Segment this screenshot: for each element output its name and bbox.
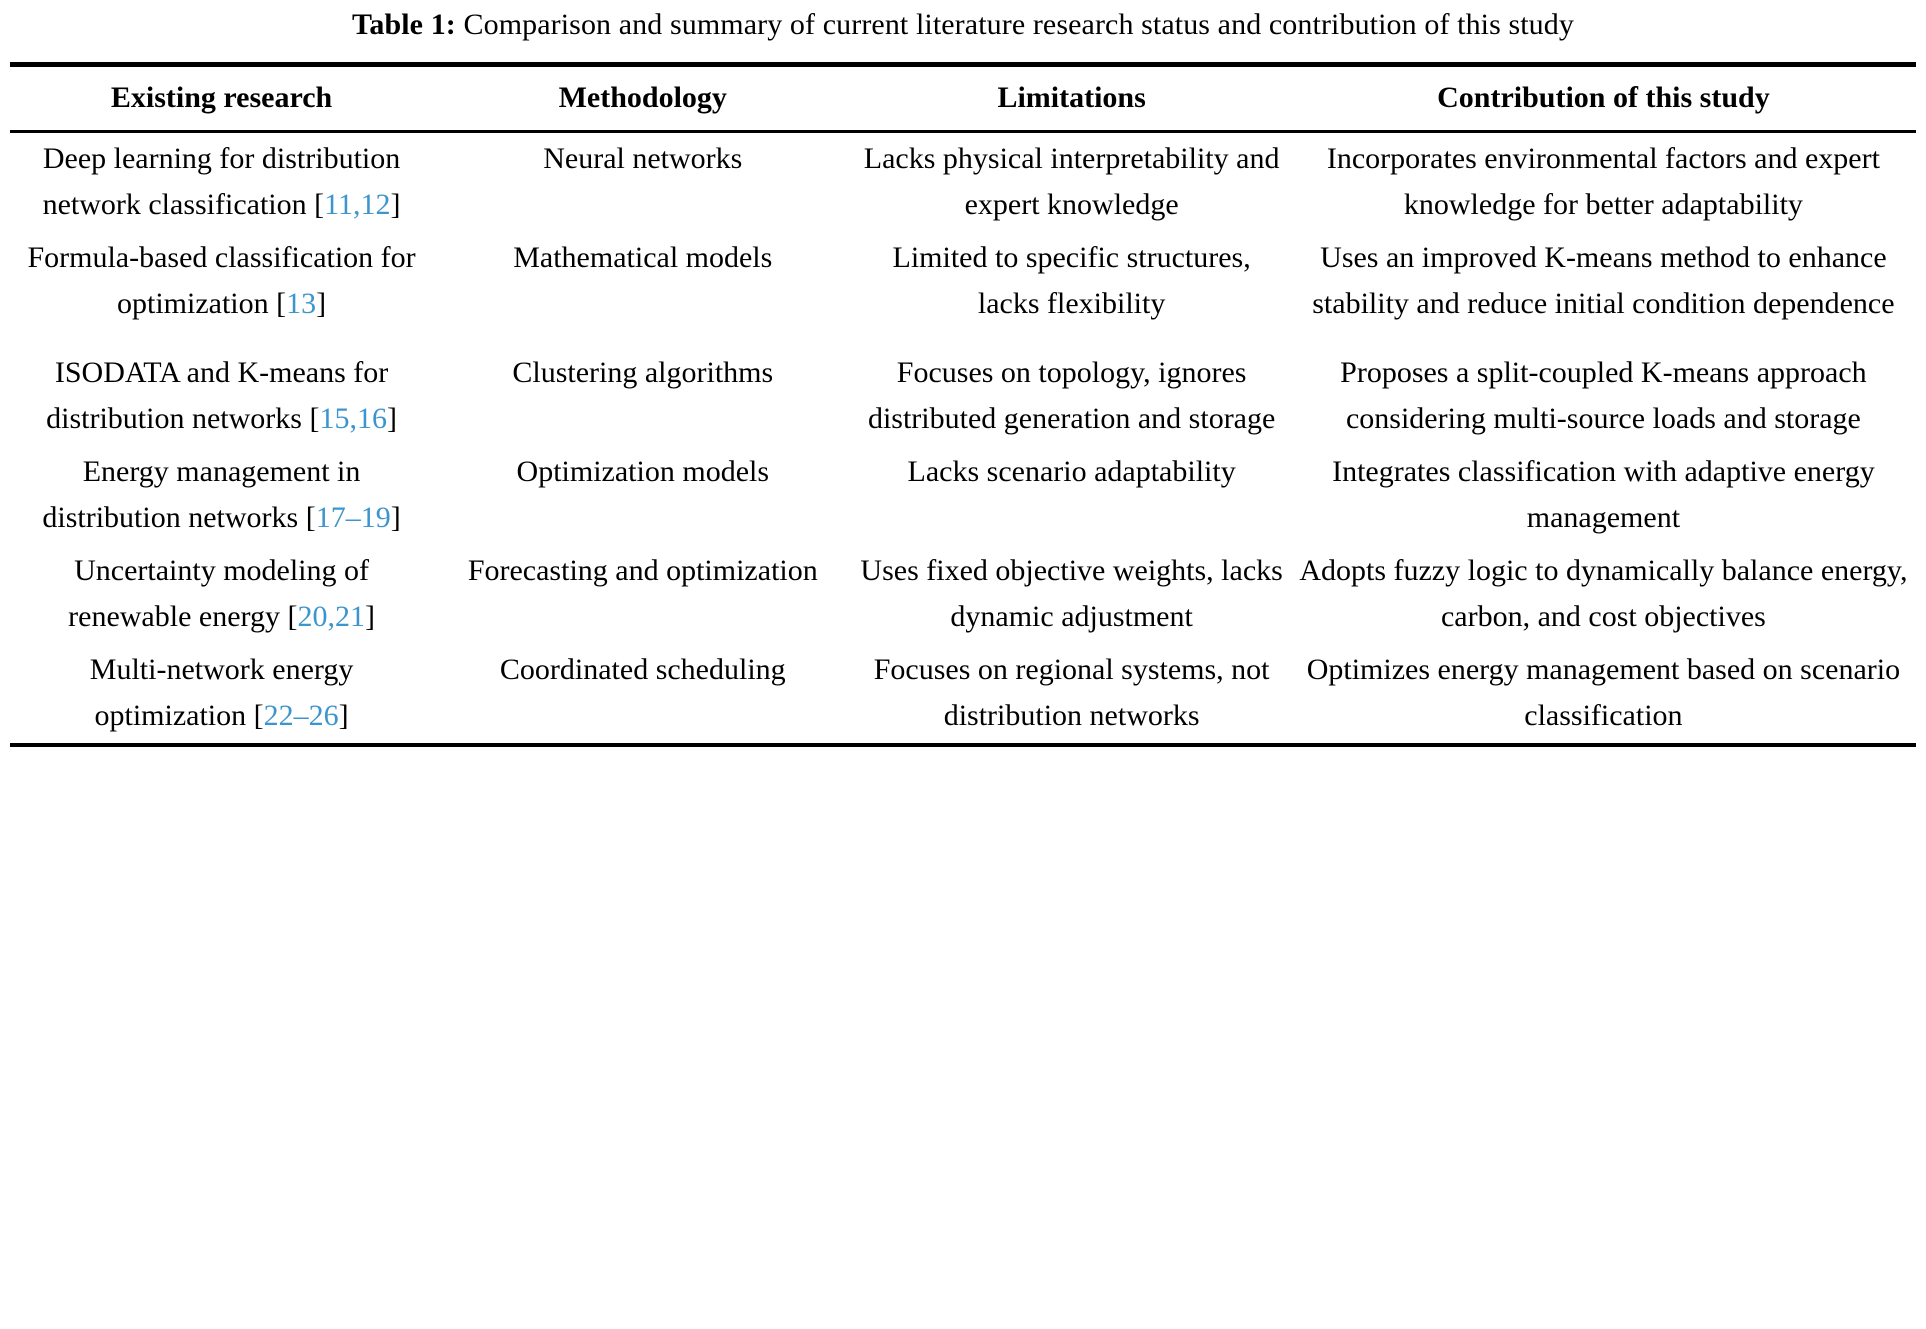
row-spacer <box>10 331 1916 347</box>
table-row: Energy management in distribution networ… <box>10 446 1916 545</box>
citation-link[interactable]: 13 <box>286 287 317 320</box>
cell-contribution: Integrates classification with adaptive … <box>1332 454 1875 535</box>
table-body: Deep learning for distribution network c… <box>10 133 1916 743</box>
table-row: Formula-based classification for optimiz… <box>10 232 1916 331</box>
table-row: Uncertainty modeling of renewable energy… <box>10 545 1916 644</box>
existing-research-text: Uncertainty modeling of renewable energy <box>68 553 370 634</box>
cell-contribution: Uses an improved K-means method to enhan… <box>1312 240 1895 321</box>
existing-research-text: ISODATA and K-means for distribution net… <box>46 355 389 436</box>
table-top-rule <box>10 61 1916 67</box>
column-header-limitations: Limitations <box>997 80 1146 114</box>
cell-limitations: Focuses on regional systems, not distrib… <box>873 652 1270 733</box>
cell-contribution: Adopts fuzzy logic to dynamically balanc… <box>1299 553 1908 634</box>
existing-research-text: Multi-network energy optimization <box>89 652 354 733</box>
existing-research-text: Deep learning for distribution network c… <box>42 141 401 222</box>
citation-bracket-close: ] <box>316 287 327 320</box>
cell-limitations: Uses fixed objective weights, lacks dyna… <box>860 553 1283 634</box>
table-header: Existing research Methodology Limitation… <box>10 67 1916 130</box>
cell-limitations: Focuses on topology, ignores distributed… <box>867 355 1276 436</box>
comparison-table: Existing research Methodology Limitation… <box>10 67 1916 130</box>
table-bottom-rule <box>10 742 1916 747</box>
column-header-existing-research: Existing research <box>110 80 333 114</box>
citation-link[interactable]: 20,21 <box>297 600 365 633</box>
cell-existing-research: Formula-based classification for optimiz… <box>10 232 433 331</box>
citation-bracket-close: ] <box>390 501 401 534</box>
cell-limitations: Lacks scenario adaptability <box>907 454 1236 488</box>
cell-existing-research: ISODATA and K-means for distribution net… <box>10 347 433 446</box>
cell-contribution: Optimizes energy management based on sce… <box>1306 652 1901 733</box>
cell-limitations: Lacks physical interpretability and expe… <box>863 141 1280 222</box>
cell-existing-research: Energy management in distribution networ… <box>10 446 433 545</box>
cell-limitations: Limited to specific structures, lacks fl… <box>892 240 1251 321</box>
cell-methodology: Coordinated scheduling <box>499 652 786 686</box>
table-row: ISODATA and K-means for distribution net… <box>10 347 1916 446</box>
existing-research-text: Energy management in distribution networ… <box>42 454 361 535</box>
citation-bracket-open: [ <box>305 501 316 534</box>
cell-methodology: Forecasting and optimization <box>467 553 818 587</box>
citation-link[interactable]: 17–19 <box>315 501 391 534</box>
citation-bracket-close: ] <box>364 600 375 633</box>
citation-bracket-open: [ <box>309 402 320 435</box>
cell-contribution: Incorporates environmental factors and e… <box>1326 141 1880 222</box>
cell-methodology: Mathematical models <box>513 240 773 274</box>
table-caption-text: Comparison and summary of current litera… <box>463 8 1574 41</box>
cell-methodology: Neural networks <box>543 141 743 175</box>
table-caption: Table 1: Comparison and summary of curre… <box>10 0 1916 62</box>
cell-contribution: Proposes a split-coupled K-means approac… <box>1340 355 1867 436</box>
citation-bracket-close: ] <box>386 402 397 435</box>
table-row: Deep learning for distribution network c… <box>10 133 1916 232</box>
table-header-row: Existing research Methodology Limitation… <box>10 67 1916 130</box>
cell-existing-research: Deep learning for distribution network c… <box>10 133 433 232</box>
citation-link[interactable]: 11,12 <box>324 188 391 221</box>
column-header-methodology: Methodology <box>558 80 727 114</box>
existing-research-text: Formula-based classification for optimiz… <box>27 240 416 321</box>
column-header-contribution: Contribution of this study <box>1437 80 1770 114</box>
table-caption-label: Table 1: <box>352 8 456 41</box>
citation-bracket-open: [ <box>276 287 287 320</box>
cell-methodology: Clustering algorithms <box>512 355 774 389</box>
citation-bracket-open: [ <box>287 600 298 633</box>
table-header-rule <box>10 129 1916 133</box>
citation-bracket-open: [ <box>314 188 325 221</box>
citation-link[interactable]: 15,16 <box>319 402 387 435</box>
cell-existing-research: Uncertainty modeling of renewable energy… <box>10 545 433 644</box>
citation-link[interactable]: 22–26 <box>263 699 339 732</box>
citation-bracket-close: ] <box>390 188 401 221</box>
table-row: Multi-network energy optimization [22–26… <box>10 644 1916 743</box>
citation-bracket-close: ] <box>338 699 349 732</box>
cell-methodology: Optimization models <box>516 454 770 488</box>
citation-bracket-open: [ <box>253 699 264 732</box>
comparison-table-body: Deep learning for distribution network c… <box>10 133 1916 743</box>
cell-existing-research: Multi-network energy optimization [22–26… <box>10 644 433 743</box>
